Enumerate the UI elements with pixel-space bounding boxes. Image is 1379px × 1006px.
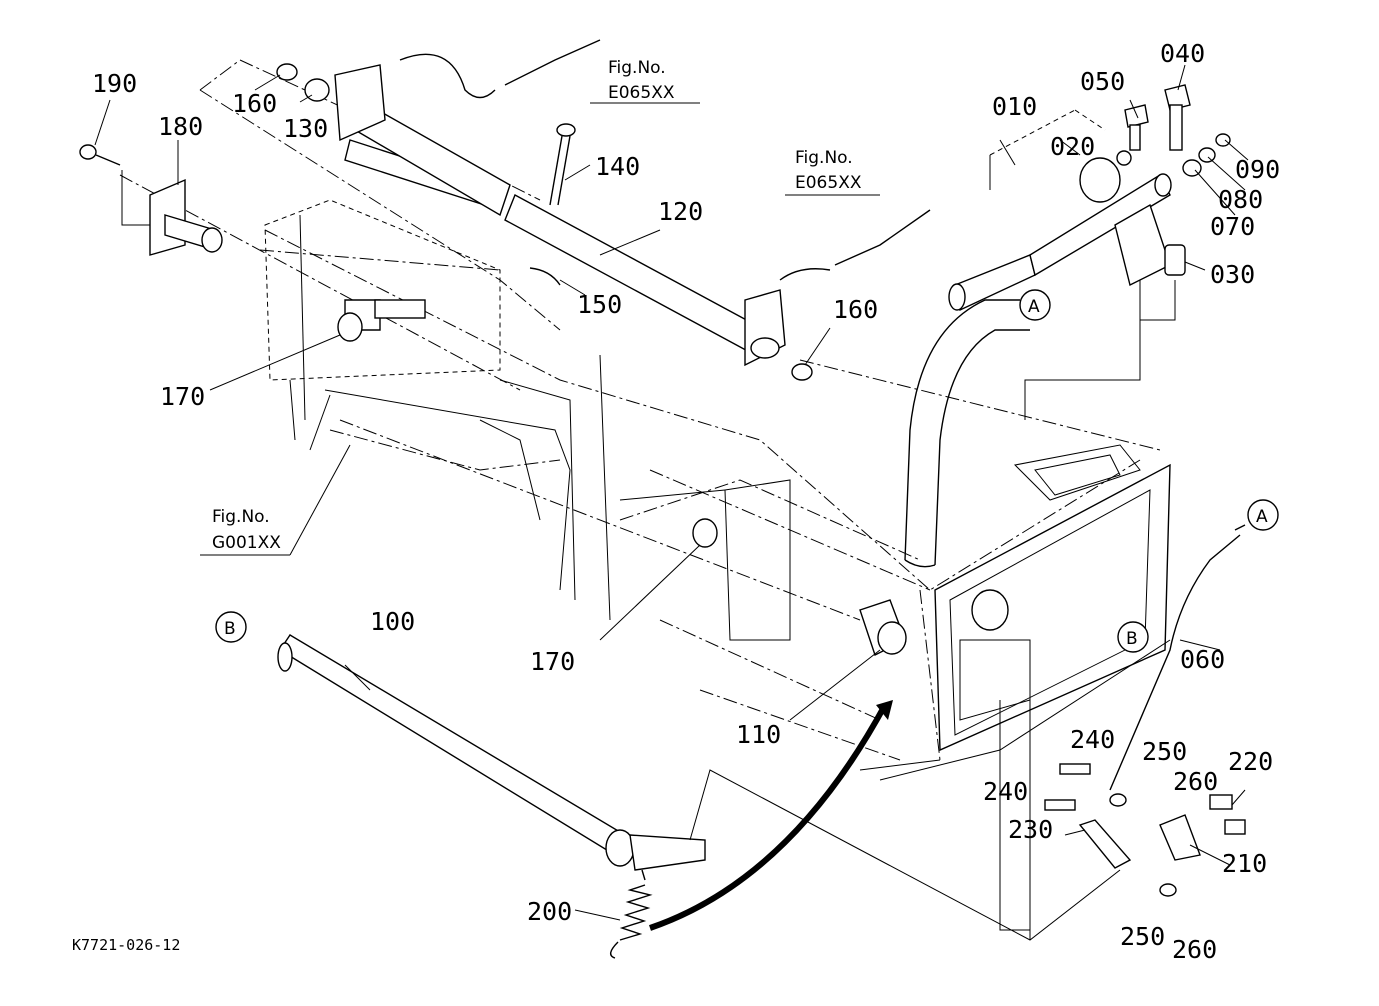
label-190: 190 bbox=[92, 69, 137, 98]
part-190-bolt[interactable] bbox=[79, 144, 121, 166]
part-050-bolt[interactable] bbox=[1124, 104, 1149, 151]
cable-mid bbox=[779, 268, 831, 281]
fig-ref-middle[interactable]: Fig.No. E065XX bbox=[785, 148, 880, 196]
part-160-oring-top[interactable] bbox=[276, 63, 298, 81]
part-230-arm[interactable] bbox=[1078, 819, 1132, 869]
label-170-left: 170 bbox=[160, 382, 205, 411]
label-050: 050 bbox=[1080, 67, 1125, 96]
part-240-pins[interactable] bbox=[1044, 763, 1091, 811]
cable-mid-end bbox=[834, 209, 931, 266]
svg-text:Fig.No.: Fig.No. bbox=[212, 507, 270, 527]
part-040-bolt[interactable] bbox=[1164, 84, 1191, 151]
callout-a-right: A bbox=[1247, 499, 1279, 531]
part-170-washer-left[interactable] bbox=[337, 312, 363, 342]
label-110: 110 bbox=[736, 720, 781, 749]
label-030: 030 bbox=[1210, 260, 1255, 289]
label-260-bottom: 260 bbox=[1172, 935, 1217, 964]
label-010: 010 bbox=[992, 92, 1037, 121]
part-160-oring-right[interactable] bbox=[791, 363, 813, 381]
callout-b-left: B bbox=[215, 611, 247, 643]
callout-b-right: B bbox=[1117, 621, 1149, 653]
label-040: 040 bbox=[1160, 39, 1205, 68]
label-070: 070 bbox=[1210, 212, 1255, 241]
part-250-washer-a[interactable] bbox=[1109, 793, 1127, 807]
motion-arrow bbox=[649, 703, 888, 931]
svg-text:G001XX: G001XX bbox=[212, 533, 281, 553]
part-010-lever[interactable] bbox=[948, 173, 1172, 312]
label-140: 140 bbox=[595, 152, 640, 181]
cable-top-end bbox=[504, 39, 601, 86]
label-220: 220 bbox=[1228, 747, 1273, 776]
part-220-fittings[interactable] bbox=[1209, 794, 1246, 835]
label-160-right: 160 bbox=[833, 295, 878, 324]
label-160-top: 160 bbox=[232, 89, 277, 118]
label-150: 150 bbox=[577, 290, 622, 319]
part-130-bush[interactable] bbox=[304, 78, 330, 102]
svg-text:B: B bbox=[1126, 629, 1138, 649]
label-170-mid: 170 bbox=[530, 647, 575, 676]
label-090: 090 bbox=[1235, 155, 1280, 184]
part-labels: 190 180 160 130 140 120 150 160 170 100 … bbox=[92, 39, 1280, 964]
part-140-pin[interactable] bbox=[549, 123, 576, 206]
label-080: 080 bbox=[1218, 185, 1263, 214]
part-030-collar[interactable] bbox=[1164, 244, 1186, 276]
fig-ref-top[interactable]: Fig.No. E065XX bbox=[590, 58, 700, 104]
svg-text:A: A bbox=[1028, 297, 1040, 317]
label-130: 130 bbox=[283, 114, 328, 143]
part-150-clip[interactable] bbox=[529, 267, 561, 286]
linkage-leader bbox=[999, 700, 1030, 931]
svg-text:Fig.No.: Fig.No. bbox=[608, 58, 666, 78]
label-250-top: 250 bbox=[1142, 737, 1187, 766]
label-180: 180 bbox=[158, 112, 203, 141]
fig-ref-left[interactable]: Fig.No. G001XX bbox=[200, 444, 351, 556]
roll-bar bbox=[904, 299, 1030, 568]
label-020: 020 bbox=[1050, 132, 1095, 161]
cable-top bbox=[399, 53, 496, 99]
label-240-bottom: 240 bbox=[983, 777, 1028, 806]
part-110-spacer[interactable] bbox=[859, 599, 907, 656]
svg-text:B: B bbox=[224, 619, 236, 639]
label-100: 100 bbox=[370, 607, 415, 636]
part-200-spring[interactable] bbox=[610, 869, 653, 959]
leader-lines bbox=[94, 64, 1249, 921]
part-120-shaft[interactable] bbox=[334, 64, 786, 367]
label-060: 060 bbox=[1180, 645, 1225, 674]
svg-text:A: A bbox=[1256, 507, 1268, 527]
part-080-nut[interactable] bbox=[1198, 147, 1216, 163]
label-120: 120 bbox=[658, 197, 703, 226]
part-060-cable[interactable] bbox=[1109, 524, 1246, 791]
label-230: 230 bbox=[1008, 815, 1053, 844]
motion-arrow-head bbox=[876, 700, 893, 720]
svg-text:Fig.No.: Fig.No. bbox=[795, 148, 853, 168]
part-090-washer[interactable] bbox=[1215, 133, 1231, 147]
part-170-washer-mid[interactable] bbox=[692, 518, 718, 548]
part-250-washer-b[interactable] bbox=[1159, 883, 1177, 897]
svg-text:E065XX: E065XX bbox=[608, 83, 675, 103]
drawing-code: K7721-026-12 bbox=[72, 936, 180, 954]
callout-a-top: A bbox=[1019, 289, 1051, 321]
assembly-leader bbox=[689, 769, 1121, 941]
chassis-left bbox=[264, 199, 611, 621]
part-210-bracket[interactable] bbox=[1159, 814, 1201, 861]
part-180-plate[interactable] bbox=[149, 178, 223, 256]
part-100-rod[interactable] bbox=[277, 634, 706, 871]
svg-text:E065XX: E065XX bbox=[795, 173, 862, 193]
main-frame bbox=[619, 444, 1171, 781]
label-260-top: 260 bbox=[1173, 767, 1218, 796]
label-240-top: 240 bbox=[1070, 725, 1115, 754]
label-210: 210 bbox=[1222, 849, 1267, 878]
label-250-bottom: 250 bbox=[1120, 922, 1165, 951]
label-200: 200 bbox=[527, 897, 572, 926]
part-020-bracket[interactable] bbox=[1079, 150, 1132, 203]
